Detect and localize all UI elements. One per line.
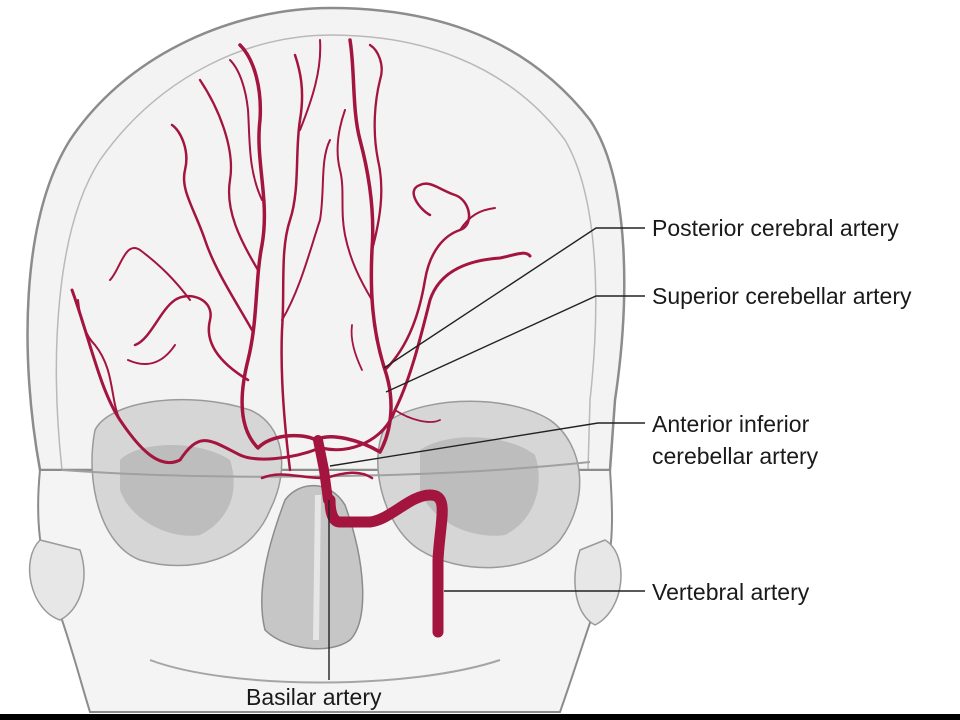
branch-l5 — [229, 59, 263, 201]
branch-l3 — [170, 123, 254, 332]
label-superior-cerebellar-artery: Superior cerebellar artery — [652, 283, 912, 309]
cranium — [26, 6, 626, 472]
label-anterior-inferior-line1: Anterior inferior — [652, 411, 810, 437]
skull — [26, 6, 626, 713]
label-posterior-cerebral-artery: Posterior cerebral artery — [652, 215, 899, 241]
leader-lines — [328, 227, 645, 680]
aica-left — [260, 473, 324, 480]
cranium-inner — [55, 34, 597, 471]
branch-r1 — [368, 43, 383, 252]
vertebral-artery-vessel — [324, 489, 448, 638]
branch-r2 — [383, 182, 471, 372]
maxilla — [149, 659, 501, 684]
branch-c2 — [299, 39, 322, 131]
aica-right — [324, 471, 374, 480]
branch-r5 — [350, 324, 363, 371]
leader-superior-cerebellar — [385, 295, 645, 393]
posterior-cerebral-right — [314, 38, 393, 454]
superior-cerebellar-right — [320, 251, 532, 452]
label-basilar-artery: Basilar artery — [246, 684, 382, 710]
cheek-right — [574, 539, 622, 626]
bottom-border — [0, 714, 960, 720]
branch-r4 — [336, 109, 373, 301]
cheek-left — [28, 539, 85, 621]
branch-c3 — [281, 139, 331, 321]
branch-r3 — [459, 207, 496, 231]
branch-r6 — [394, 409, 441, 423]
arteries — [70, 38, 532, 638]
orbit-right-shadow — [420, 437, 539, 536]
superior-cerebellar-left — [70, 288, 322, 465]
branch-l7 — [77, 299, 121, 421]
branch-l1 — [133, 294, 250, 382]
nasal-septum — [313, 494, 321, 641]
orbit-left-shadow — [120, 445, 234, 536]
leader-anterior-inferior — [329, 422, 645, 467]
branch-c1 — [280, 53, 304, 472]
label-vertebral-artery: Vertebral artery — [652, 579, 810, 605]
branch-l4 — [198, 78, 260, 272]
posterior-cerebral-left — [238, 43, 318, 450]
branch-l6 — [127, 344, 176, 365]
branch-l2 — [109, 247, 191, 301]
label-anterior-inferior-line2: cerebellar artery — [652, 443, 819, 469]
basilar-artery-vessel — [313, 435, 333, 505]
leader-posterior-cerebral — [383, 227, 645, 369]
